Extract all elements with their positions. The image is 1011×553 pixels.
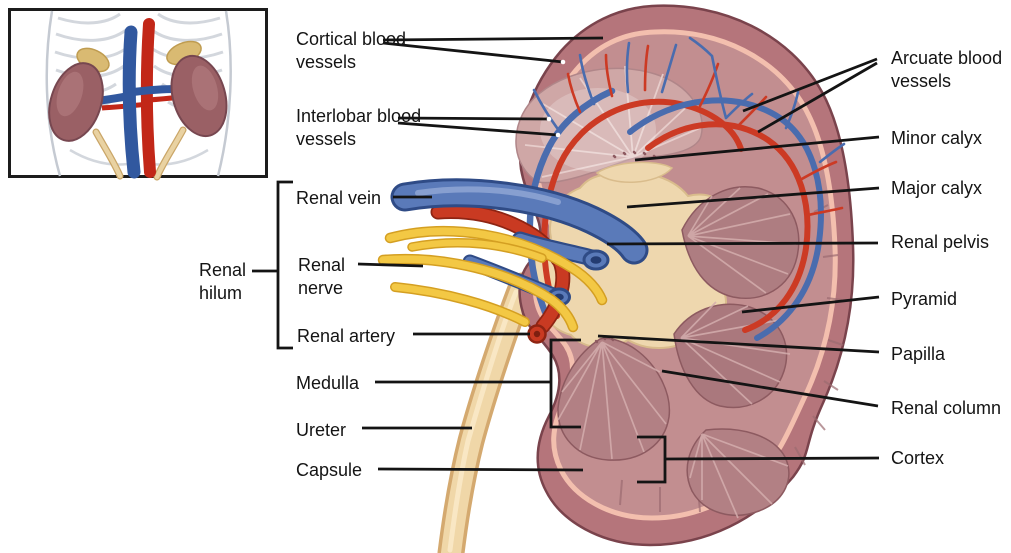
label-cortical-blood-vessels: Cortical blood vessels <box>296 29 407 72</box>
inset-torso-figure <box>8 8 268 181</box>
pyramid-bottom-center <box>557 336 671 461</box>
label-arcuate-blood-vessels: Arcuate blood vessels <box>891 48 1003 91</box>
leader-renal-pelvis <box>606 241 879 246</box>
bracket-medulla <box>549 338 581 429</box>
torso-outline <box>45 10 232 177</box>
arcuate-vessels-right <box>627 97 824 341</box>
label-cortex: Cortex <box>891 448 945 468</box>
ureter-tube <box>437 272 536 553</box>
inset-ureters <box>92 126 187 181</box>
renal-nerve-fibers <box>377 225 608 333</box>
label-renal-hilum: Renal hilum <box>199 260 247 303</box>
pyramid-mid-right <box>673 301 791 409</box>
label-renal-vein: Renal vein <box>296 188 382 208</box>
inset-aorta <box>140 18 156 178</box>
renal-artery-cut-end <box>527 324 547 344</box>
label-medulla: Medulla <box>296 373 360 393</box>
leader-cortical-1 <box>382 36 604 42</box>
label-renal-column: Renal column <box>891 398 1002 418</box>
leader-minor-calyx <box>634 135 880 162</box>
label-renal-artery: Renal artery <box>297 326 396 346</box>
inset-kidney-left <box>48 62 104 142</box>
bracket-renal-hilum <box>276 180 293 350</box>
minor-calyx-cup <box>595 161 674 183</box>
leader-major-calyx <box>626 186 880 209</box>
leader-arcuate-2 <box>757 61 878 134</box>
inset-kidney-right <box>170 54 228 138</box>
label-pyramid: Pyramid <box>891 289 958 309</box>
cortical-vessel-twigs <box>532 36 846 217</box>
arcuate-vein-right <box>627 97 824 341</box>
leader-interlobar-2 <box>397 121 559 137</box>
leader-lines <box>252 36 880 484</box>
label-ureter: Ureter <box>296 420 347 440</box>
leader-cortical-2 <box>382 41 564 64</box>
label-minor-calyx: Minor calyx <box>891 128 983 148</box>
leader-capsule <box>377 467 584 472</box>
leader-pyramid <box>741 295 880 314</box>
label-renal-pelvis: Renal pelvis <box>891 232 990 252</box>
label-interlobar-blood-vessels: Interlobar blood vessels <box>296 106 422 149</box>
leader-cortex <box>664 456 880 461</box>
leader-arcuate-1 <box>742 57 878 113</box>
leader-renal-column <box>661 369 879 408</box>
arcuate-artery-right <box>645 121 811 333</box>
pyramid-bottom-right <box>686 428 790 519</box>
label-renal-nerve: Renal nerve <box>298 255 346 298</box>
bracket-cortex <box>637 435 667 484</box>
interlobar-vein <box>526 87 616 316</box>
leader-endpoint-dots <box>546 59 566 138</box>
leader-papilla <box>597 334 880 354</box>
label-major-calyx: Major calyx <box>891 178 983 198</box>
label-capsule: Capsule <box>296 460 363 480</box>
leader-interlobar-1 <box>397 116 550 121</box>
label-papilla: Papilla <box>891 344 946 364</box>
leader-renal-nerve <box>357 262 424 268</box>
